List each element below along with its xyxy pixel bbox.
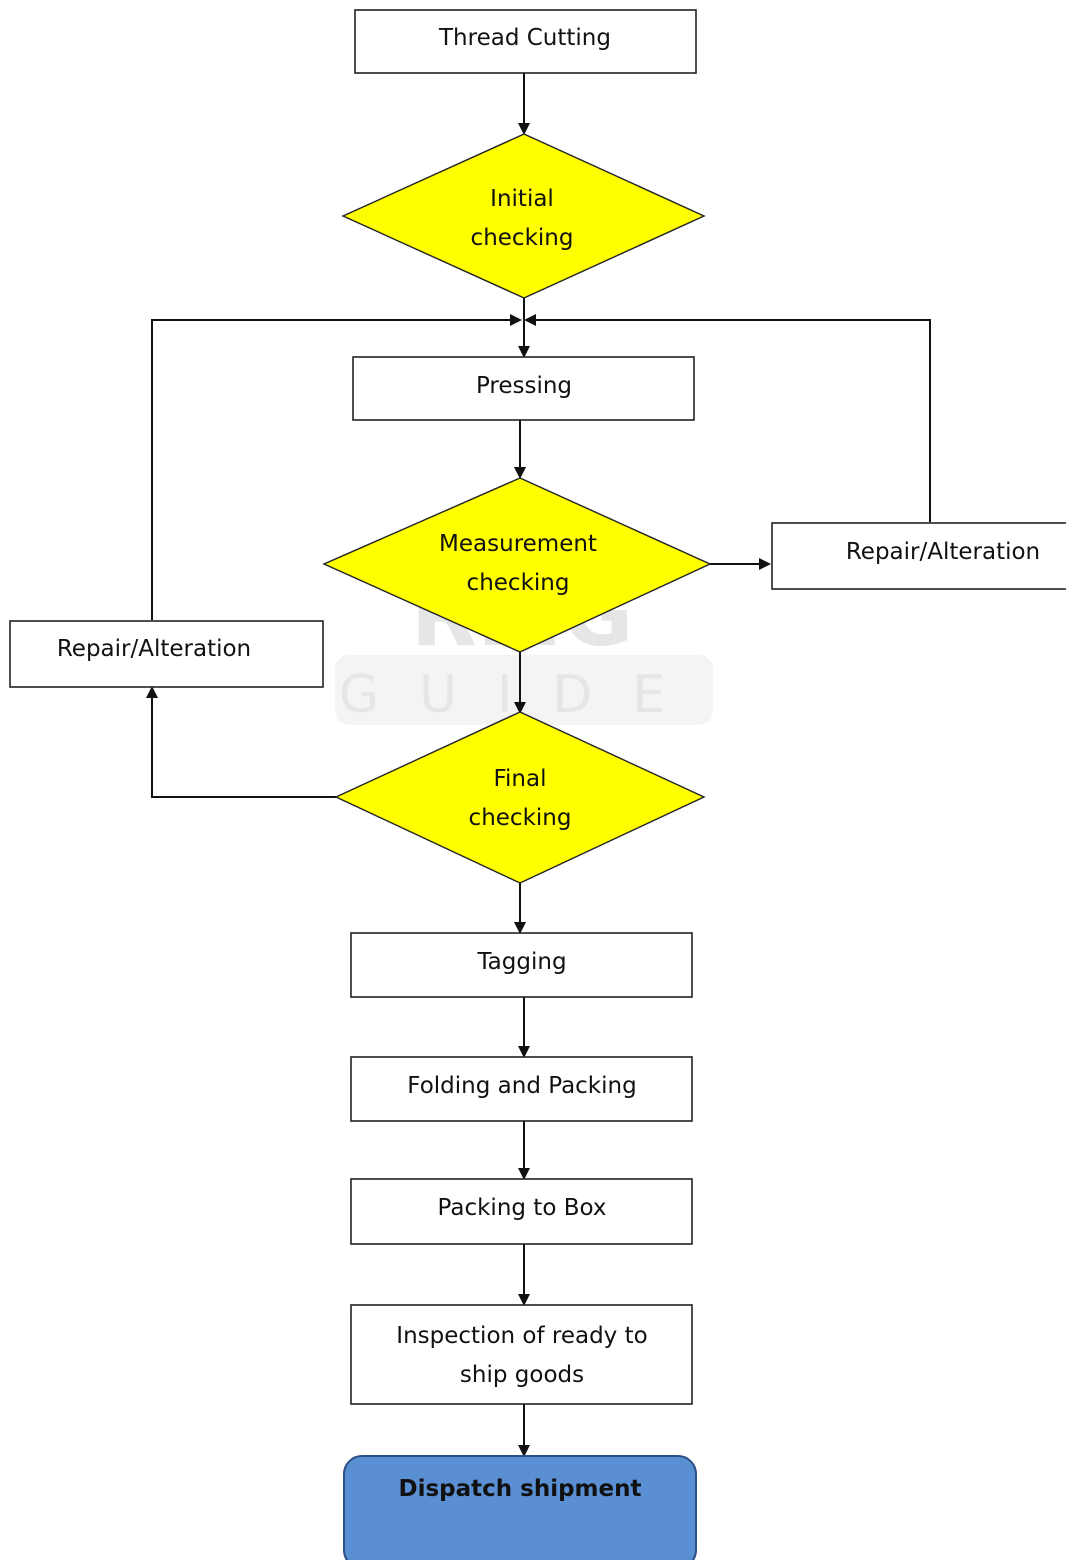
node-tagging: Tagging <box>350 932 693 998</box>
watermark-line2: GUIDE <box>339 665 706 725</box>
node-tagging-label: Tagging <box>476 949 566 975</box>
node-dispatch: Dispatch shipment <box>343 1455 697 1560</box>
node-dispatch-label: Dispatch shipment <box>398 1476 641 1502</box>
node-final-checking-line1: Final <box>493 766 546 792</box>
node-folding-packing: Folding and Packing <box>350 1056 693 1122</box>
node-initial-checking: Initial checking <box>341 133 706 299</box>
arrow-final-to-left-repair <box>146 686 336 798</box>
node-packing-box: Packing to Box <box>350 1178 693 1245</box>
arrow-left-repair-to-pressing <box>151 314 522 620</box>
node-inspection-line1: Inspection of ready to <box>396 1323 647 1349</box>
arrow-right-repair-to-pressing <box>524 314 931 522</box>
node-measurement-checking-line2: checking <box>467 570 570 596</box>
node-measurement-checking-line1: Measurement <box>439 531 597 557</box>
node-repair-left: Repair/Alteration <box>9 620 324 688</box>
node-pressing-label: Pressing <box>476 373 572 399</box>
node-initial-checking-line1: Initial <box>490 186 554 212</box>
node-repair-left-label: Repair/Alteration <box>57 636 251 662</box>
node-final-checking-line2: checking <box>469 805 572 831</box>
connectors <box>146 73 931 1457</box>
node-repair-right: Repair/Alteration <box>771 522 1066 590</box>
node-initial-checking-line2: checking <box>471 225 574 251</box>
node-packing-box-label: Packing to Box <box>438 1195 607 1221</box>
node-inspection: Inspection of ready to ship goods <box>350 1304 693 1405</box>
node-folding-packing-label: Folding and Packing <box>407 1073 636 1099</box>
node-thread-cutting: Thread Cutting <box>354 9 697 74</box>
node-thread-cutting-label: Thread Cutting <box>438 25 611 51</box>
node-repair-right-label: Repair/Alteration <box>846 539 1040 565</box>
node-pressing: Pressing <box>352 356 695 421</box>
node-final-checking: Final checking <box>334 711 706 884</box>
node-measurement-checking: Measurement checking <box>322 477 712 653</box>
node-inspection-line2: ship goods <box>460 1362 584 1388</box>
